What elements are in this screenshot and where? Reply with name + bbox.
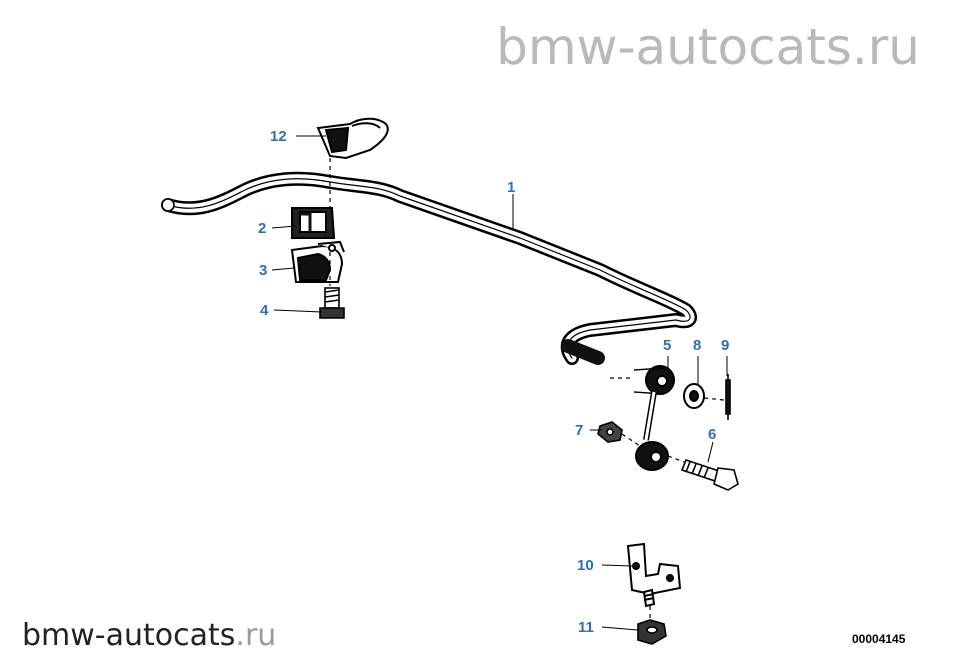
self-locking-nut[interactable]	[597, 421, 641, 447]
hex-nut[interactable]	[637, 619, 667, 645]
hex-bolt-long[interactable]	[667, 455, 739, 491]
watermark-bottom-suffix: .ru	[235, 618, 277, 653]
callout-1: 1	[507, 179, 515, 196]
callout-11: 11	[578, 619, 594, 636]
mounting-bracket[interactable]	[290, 240, 345, 286]
callout-7: 7	[575, 422, 583, 439]
link-bracket[interactable]	[626, 542, 682, 620]
callout-10: 10	[577, 557, 594, 574]
retaining-clip[interactable]	[316, 117, 389, 214]
callout-4: 4	[260, 302, 269, 319]
watermark-bottom: bmw-autocats.ru	[22, 618, 276, 653]
hex-bolt[interactable]	[319, 287, 345, 319]
stabilizer-bar[interactable]	[161, 171, 697, 365]
rubber-mounting[interactable]	[291, 207, 336, 239]
watermark-bottom-main: bmw-autocats	[22, 618, 236, 653]
callout-6: 6	[708, 426, 716, 443]
watermark-top: bmw-autocats.ru	[496, 18, 920, 76]
callout-8: 8	[693, 337, 701, 354]
callout-9: 9	[721, 337, 729, 354]
callout-12: 12	[270, 128, 287, 145]
document-code: 00004145	[852, 632, 906, 646]
callout-3: 3	[259, 262, 267, 279]
stabilizer-link[interactable]	[610, 365, 675, 471]
callout-2: 2	[258, 220, 266, 237]
callout-5: 5	[663, 337, 671, 354]
washer[interactable]	[683, 383, 725, 409]
callout-leaders	[271, 135, 728, 631]
cotter-pin[interactable]	[725, 374, 731, 420]
